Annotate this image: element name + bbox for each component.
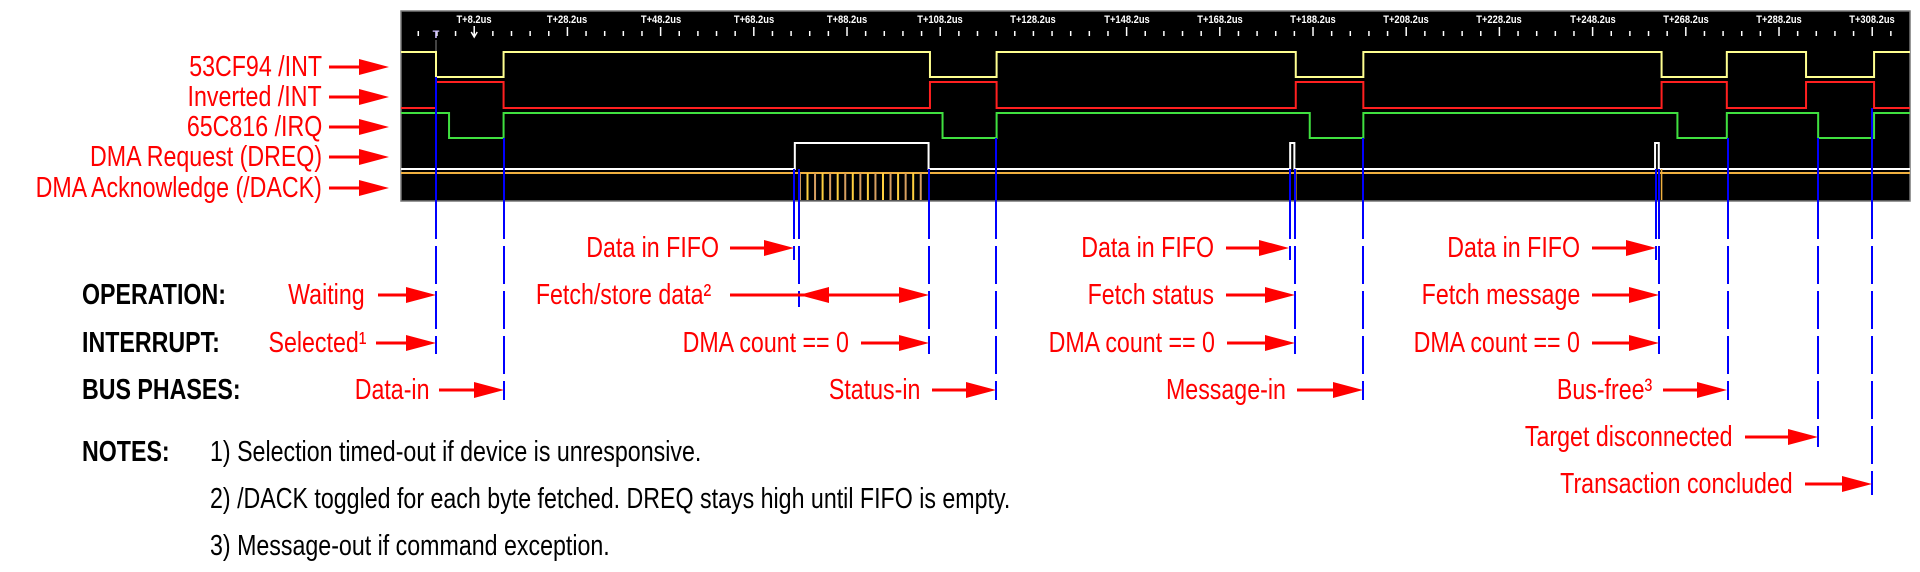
signal-label: DMA Acknowledge (/DACK) — [35, 172, 322, 204]
arrow-head — [1629, 287, 1659, 303]
axis-tick-label: T+308.2us — [1849, 14, 1895, 26]
arrow-head — [359, 149, 389, 165]
operation-heading: OPERATION: — [82, 279, 226, 311]
axis-tick-label: T+128.2us — [1010, 14, 1057, 26]
arrow-head — [359, 59, 389, 75]
axis-tick-label: T+248.2us — [1569, 14, 1616, 26]
annotation-data-fifo-1: Data in FIFO — [586, 232, 719, 264]
arrow-right-icon — [1592, 240, 1656, 256]
arrow-right-icon — [1226, 240, 1289, 256]
annotation-fetch-message: Fetch message — [1421, 279, 1580, 311]
axis-tick-label: T+88.2us — [826, 14, 868, 26]
arrow-head — [1697, 382, 1727, 398]
arrow-right-icon — [861, 335, 929, 351]
axis-tick-label: T+188.2us — [1290, 14, 1336, 26]
arrow-right-icon — [932, 382, 996, 398]
annotation-data-fifo-3: Data in FIFO — [1447, 232, 1580, 264]
arrow-right-icon — [1592, 287, 1659, 303]
annotation-fetch-status: Fetch status — [1087, 279, 1214, 311]
arrow-head — [359, 180, 389, 196]
waveform-1 — [401, 81, 1910, 109]
annotation-transaction-concluded: Transaction concluded — [1560, 468, 1793, 500]
arrow-right-icon — [1297, 382, 1363, 398]
arrow-right-icon — [1592, 335, 1659, 351]
annotation-dma-zero-2: DMA count == 0 — [1048, 327, 1215, 359]
arrow-right-icon — [1805, 476, 1872, 492]
arrow-right-icon — [1663, 382, 1727, 398]
arrow-right-icon — [378, 287, 436, 303]
arrow-right-icon — [376, 335, 436, 351]
note-3: 3) Message-out if command exception. — [210, 530, 610, 562]
axis-tick-label: T+8.2us — [456, 14, 492, 26]
bus-phases-heading: BUS PHASES: — [82, 374, 241, 406]
annotation-bus-free: Bus-free³ — [1556, 374, 1652, 406]
arrow-head — [1333, 382, 1363, 398]
axis-tick-label: T+148.2us — [1103, 14, 1150, 26]
arrow-right-icon — [439, 382, 504, 398]
axis-tick-label: T+108.2us — [917, 14, 963, 26]
arrow-right-icon — [329, 180, 389, 196]
axis-tick-label: T+28.2us — [547, 14, 588, 26]
interrupt-heading: INTERRUPT: — [82, 327, 220, 359]
arrow-head — [1265, 335, 1295, 351]
signal-label: DMA Request (DREQ) — [89, 141, 322, 173]
axis-tick-label: T+168.2us — [1197, 14, 1243, 26]
arrow-head — [799, 287, 829, 303]
arrow-right-icon — [1227, 335, 1295, 351]
arrow-head — [1842, 476, 1872, 492]
note-2: 2) /DACK toggled for each byte fetched. … — [210, 483, 1011, 515]
notes-heading: NOTES: — [82, 436, 170, 468]
arrow-head — [406, 287, 436, 303]
axis-tick-label: T+268.2us — [1663, 14, 1709, 26]
signal-label: 65C816 /IRQ — [186, 111, 322, 143]
waveform-3 — [401, 142, 1910, 170]
axis-tick-label: T+208.2us — [1383, 14, 1429, 26]
double-arrow-icon — [799, 287, 929, 303]
arrow-right-icon — [1745, 429, 1818, 445]
annotation-dma-zero-3: DMA count == 0 — [1413, 327, 1580, 359]
axis-tick-label: T+288.2us — [1756, 14, 1802, 26]
arrow-head — [359, 119, 389, 135]
arrow-head — [1265, 287, 1295, 303]
annotation-status-in: Status-in — [828, 374, 920, 406]
arrow-head — [1629, 335, 1659, 351]
axis-tick-label: T+48.2us — [640, 14, 681, 26]
arrow-head — [406, 335, 436, 351]
arrow-head — [359, 89, 389, 105]
annotation-data-fifo-2: Data in FIFO — [1081, 232, 1214, 264]
arrow-head — [966, 382, 996, 398]
annotation-waiting: Waiting — [288, 279, 366, 311]
arrow-right-icon — [329, 59, 389, 75]
down-arrow-icon — [470, 26, 478, 39]
arrow-right-icon — [329, 149, 389, 165]
arrow-right-icon — [730, 240, 794, 256]
annotation-data-in: Data-in — [354, 374, 429, 406]
annotation-dma-zero-1: DMA count == 0 — [682, 327, 849, 359]
arrow-head — [1788, 429, 1818, 445]
arrow-head — [899, 335, 929, 351]
arrow-head — [764, 240, 794, 256]
waveform-0 — [401, 51, 1910, 78]
arrow-head — [474, 382, 504, 398]
arrow-head — [899, 287, 929, 303]
annotation-message-in: Message-in — [1166, 374, 1286, 406]
annotation-selected: Selected¹ — [268, 327, 367, 359]
arrow-head — [1259, 240, 1289, 256]
annotation-fetch-store: Fetch/store data² — [535, 279, 711, 311]
arrow-right-icon — [329, 89, 389, 105]
trigger-marker: T — [433, 29, 440, 41]
signal-label: Inverted /INT — [187, 81, 322, 113]
arrow-right-icon — [1226, 287, 1295, 303]
waveform-2 — [401, 112, 1910, 139]
signal-label: 53CF94 /INT — [189, 51, 322, 83]
note-1: 1) Selection timed-out if device is unre… — [210, 436, 702, 468]
annotation-target-disconnected: Target disconnected — [1525, 421, 1733, 453]
axis-tick-label: T+68.2us — [733, 14, 774, 26]
arrow-right-icon — [329, 119, 389, 135]
arrow-head — [1626, 240, 1656, 256]
axis-tick-label: T+228.2us — [1476, 14, 1523, 26]
